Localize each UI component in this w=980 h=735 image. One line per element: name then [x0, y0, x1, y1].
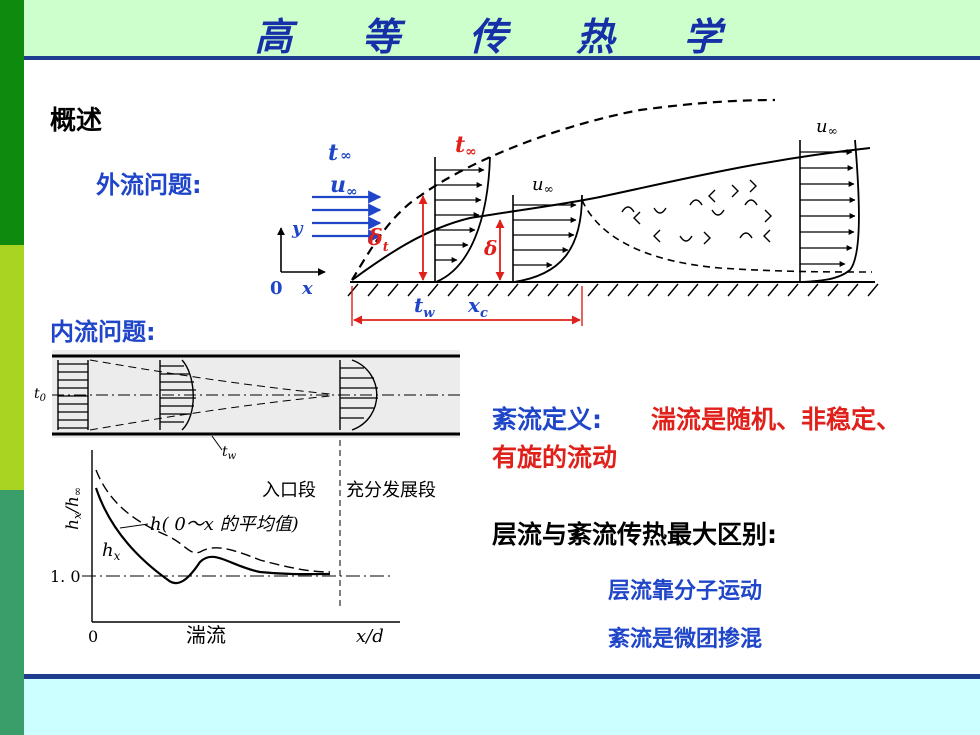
turbulence-definition-text: 湍流是随机、非稳定、 — [651, 405, 902, 434]
t-inf-profile-label: t∞ — [455, 132, 477, 160]
sidebar-stripe-top — [0, 0, 24, 245]
axis-y-label: y — [291, 218, 304, 239]
turbulent-axis-label: 湍流 — [186, 623, 226, 647]
footer-divider — [24, 674, 980, 679]
turbulence-definition-text-line2: 有旋的流动 — [492, 443, 618, 472]
avg-h-label: h( 0～x 的平均值) — [150, 514, 299, 535]
turbulent-note: 紊流是微团掺混 — [608, 627, 763, 652]
t0-label: t0 — [34, 386, 47, 404]
turbulence-definition-label: 紊流定义: — [492, 405, 602, 434]
slide-title: 高 等 传 热 学 — [254, 14, 750, 59]
laminar-note: 层流靠分子运动 — [608, 579, 763, 604]
internal-flow-label: 内流问题: — [50, 318, 156, 346]
delta-t-label: δt — [367, 225, 389, 255]
sidebar-stripe-middle — [0, 245, 24, 490]
footer-band — [24, 679, 980, 735]
y-axis-label: hx/h∞ — [63, 487, 84, 530]
tw-internal-label: tw — [222, 444, 237, 462]
header-band: 高 等 传 热 学 — [24, 0, 980, 59]
axis-x-label: x — [301, 278, 313, 299]
hx-label: hx — [102, 540, 121, 563]
origin-label: 0 — [270, 278, 283, 299]
x-over-d-label: x/d — [356, 626, 384, 647]
tw-label: tw — [414, 293, 435, 321]
sidebar-stripe-bottom — [0, 490, 24, 735]
u-inf-profile-label: u∞ — [532, 174, 554, 196]
u-inf-right-label: u∞ — [816, 116, 838, 138]
developed-section-label: 充分发展段 — [346, 480, 436, 501]
origin-internal-label: 0 — [88, 627, 98, 646]
delta-label: δ — [483, 236, 497, 260]
entry-section-label: 入口段 — [262, 480, 316, 501]
tick-one-label: 1. 0 — [50, 567, 81, 586]
t-inf-left-label: t∞ — [328, 140, 352, 166]
overview-heading: 概述 — [50, 106, 103, 136]
difference-heading: 层流与紊流传热最大区别: — [492, 520, 777, 549]
xc-label: xc — [467, 293, 488, 321]
u-inf-left-label: u∞ — [330, 172, 358, 200]
header-divider — [24, 56, 980, 60]
external-flow-label: 外流问题: — [96, 171, 202, 199]
